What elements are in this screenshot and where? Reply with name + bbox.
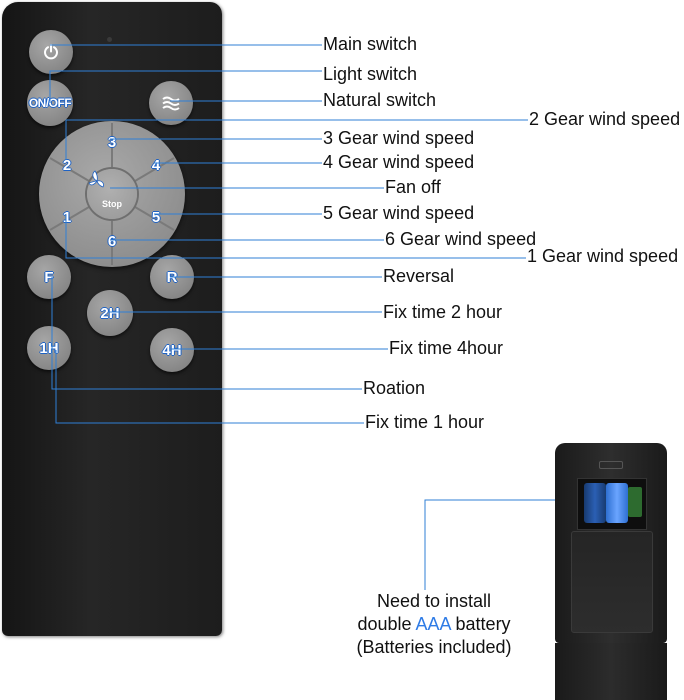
aaa-battery-cell	[606, 483, 628, 523]
label-fix1: Fix time 1 hour	[365, 412, 485, 432]
speed-5-button[interactable]: 5	[151, 208, 161, 226]
leader-gear2	[65, 119, 528, 160]
leader-fix1	[55, 350, 364, 424]
pad-dividers	[49, 123, 175, 265]
label-gear2: 2 Gear wind speed	[529, 109, 681, 129]
label-fix2: Fix time 2 hour	[383, 302, 503, 322]
label-reversal: Reversal	[383, 266, 455, 286]
battery-note: Need to install double AAA battery (Batt…	[340, 590, 528, 659]
ir-emitter	[107, 37, 112, 42]
battery-bay	[577, 478, 647, 530]
remote-back-lower	[555, 643, 667, 700]
1h-label: 1H	[39, 339, 59, 357]
leader-battery	[424, 499, 600, 590]
speed-4-button[interactable]: 4	[151, 156, 161, 174]
battery-note-line1: Need to install	[376, 591, 492, 611]
timer-2h-button[interactable]: 2H	[87, 290, 133, 336]
battery-note-line2-pre: double	[357, 614, 416, 634]
remote-control: ON/OFF 3 4 5 6 1 2	[2, 2, 222, 636]
stop-label: Stop	[102, 199, 122, 209]
fan-off-stop-button[interactable]: Stop	[87, 169, 137, 219]
leader-light-switch	[49, 70, 322, 103]
f-label: F	[44, 268, 54, 286]
power-icon	[44, 44, 58, 60]
speed-3-button[interactable]: 3	[107, 133, 117, 151]
battery-note-line2-post: battery	[450, 614, 511, 634]
2h-label: 2H	[100, 304, 120, 322]
main-switch-button[interactable]	[29, 30, 73, 74]
label-gear5: 5 Gear wind speed	[323, 203, 475, 223]
label-rotation: Roation	[363, 378, 426, 398]
rotation-f-button[interactable]: F	[27, 255, 71, 299]
battery-cover	[571, 531, 653, 633]
label-fan-off: Fan off	[385, 177, 441, 197]
battery-compartment-image	[555, 443, 667, 700]
label-gear1: 1 Gear wind speed	[527, 246, 679, 266]
label-gear3: 3 Gear wind speed	[323, 128, 475, 148]
label-natural-switch: Natural switch	[323, 90, 437, 110]
fan-icon	[88, 170, 104, 188]
leader-rotation	[51, 277, 362, 390]
wind-waves-icon	[162, 96, 180, 111]
cover-latch	[599, 461, 623, 469]
leader-gear1	[65, 215, 526, 259]
speed-2-button[interactable]: 2	[62, 156, 72, 174]
label-main-switch: Main switch	[323, 34, 418, 54]
speed-6-button[interactable]: 6	[107, 232, 117, 250]
speed-dial-pad: 3 4 5 6 1 2 Stop	[39, 121, 185, 267]
battery-note-line3: (Batteries included)	[356, 637, 512, 657]
natural-switch-button[interactable]	[149, 81, 193, 125]
label-gear6: 6 Gear wind speed	[385, 229, 537, 249]
label-gear4: 4 Gear wind speed	[323, 152, 475, 172]
4h-label: 4H	[162, 341, 182, 359]
remote-back-body	[555, 443, 667, 643]
timer-1h-button[interactable]: 1H	[27, 326, 71, 370]
battery-note-line2: double AAA battery	[340, 613, 528, 636]
timer-4h-button[interactable]: 4H	[150, 328, 194, 372]
label-fix4: Fix time 4hour	[389, 338, 504, 358]
speed-1-button[interactable]: 1	[62, 208, 72, 226]
aaa-highlight: AAA	[415, 614, 451, 634]
aaa-battery-cell	[584, 483, 606, 523]
label-light-switch: Light switch	[323, 64, 418, 84]
circuit-board	[628, 487, 642, 517]
